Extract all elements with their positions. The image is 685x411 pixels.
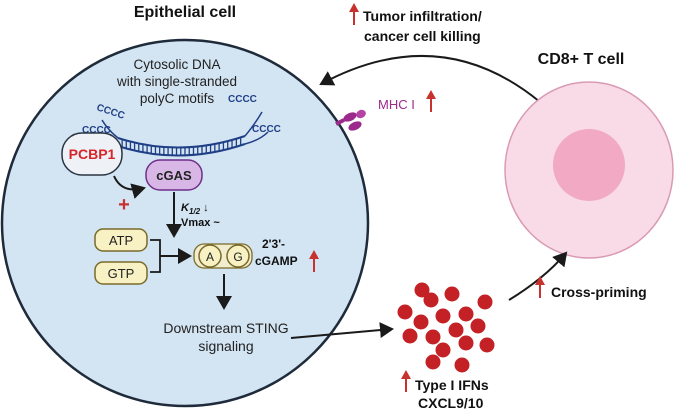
polyc-motif-top-right: CCCC bbox=[228, 94, 257, 105]
mhc-receptor-icon bbox=[335, 109, 366, 131]
ifn-particle-icon bbox=[479, 337, 495, 353]
ifn-particle-icon bbox=[448, 322, 464, 338]
ifn-particle-icon bbox=[458, 335, 474, 351]
mhc-label: MHC I bbox=[378, 97, 415, 112]
tcell-to-epithelial-arrow bbox=[319, 54, 541, 103]
polyc-motif-right: CCCC bbox=[252, 124, 281, 135]
epithelial-cell-title: Epithelial cell bbox=[134, 4, 236, 21]
ifn-particle-icon bbox=[470, 318, 486, 334]
sting-to-ifn-arrow bbox=[290, 322, 394, 339]
tcell-title: CD8+ T cell bbox=[538, 51, 625, 68]
dna-strand bbox=[95, 111, 269, 157]
cross-priming-up-arrow-icon bbox=[535, 276, 545, 298]
vmax-label: Vmax ~ bbox=[181, 217, 220, 229]
ifn-particles bbox=[397, 282, 495, 373]
cgamp-g-label: G bbox=[233, 250, 242, 264]
tumor-line1: Tumor infiltration/ bbox=[363, 8, 482, 24]
polyc-motif-left: CCCC bbox=[82, 125, 111, 136]
ifn-particle-icon bbox=[423, 292, 439, 308]
dna-caption-line3: polyC motifs bbox=[140, 91, 215, 106]
cgamp-adenine bbox=[198, 244, 222, 268]
gtp-label: GTP bbox=[108, 266, 135, 281]
ifn-up-arrow-icon bbox=[401, 370, 411, 392]
dna-caption-line1: Cytosolic DNA bbox=[133, 57, 220, 72]
pcbp1-to-cgas-arrow bbox=[113, 175, 146, 199]
cgas-protein bbox=[145, 159, 203, 191]
ifn-particle-icon bbox=[402, 328, 418, 344]
ifn-to-tcell-arrow bbox=[508, 251, 568, 301]
cgamp-label-line2: cGAMP bbox=[255, 254, 298, 268]
ifn-particle-icon bbox=[454, 357, 470, 373]
ifn-line2: CXCL9/10 bbox=[418, 395, 484, 411]
ifn-particle-icon bbox=[458, 306, 474, 322]
cgas-label: cGAS bbox=[156, 168, 192, 183]
cross-priming-label: Cross-priming bbox=[551, 284, 647, 300]
atp-label: ATP bbox=[109, 233, 133, 248]
pcbp1-label: PCBP1 bbox=[69, 146, 116, 162]
cgamp-guanine bbox=[226, 244, 250, 268]
km-label: K1/2↓ bbox=[181, 202, 209, 216]
dna-caption-line2: with single-stranded bbox=[116, 74, 237, 89]
cgamp-a-label: A bbox=[206, 250, 214, 264]
plus-sign: + bbox=[118, 194, 130, 216]
ifn-particle-icon bbox=[435, 308, 451, 324]
ifn-particle-icon bbox=[477, 294, 493, 310]
tumor-up-arrow-icon bbox=[349, 3, 359, 25]
sting-line1: Downstream STING bbox=[163, 320, 288, 336]
ifn-particle-icon bbox=[425, 354, 441, 370]
sting-line2: signaling bbox=[198, 338, 253, 354]
ifn-line1: Type I IFNs bbox=[415, 377, 489, 393]
ifn-particle-icon bbox=[425, 329, 441, 345]
atp-box bbox=[94, 228, 148, 252]
ifn-particle-icon bbox=[414, 282, 430, 298]
cgamp-up-arrow-icon bbox=[309, 250, 319, 272]
gtp-box bbox=[94, 261, 148, 285]
mhc-up-arrow-icon bbox=[426, 90, 436, 112]
cgamp-label-line1: 2'3'- bbox=[262, 237, 285, 251]
epithelial-cell bbox=[0, 38, 370, 408]
ifn-particle-icon bbox=[435, 342, 451, 358]
ifn-particle-icon bbox=[413, 314, 429, 330]
tcell-nucleus bbox=[553, 129, 625, 201]
pcbp1-protein bbox=[61, 132, 123, 176]
ifn-particle-icon bbox=[444, 286, 460, 302]
ifn-particle-icon bbox=[397, 304, 413, 320]
tumor-line2: cancer cell killing bbox=[364, 28, 481, 44]
